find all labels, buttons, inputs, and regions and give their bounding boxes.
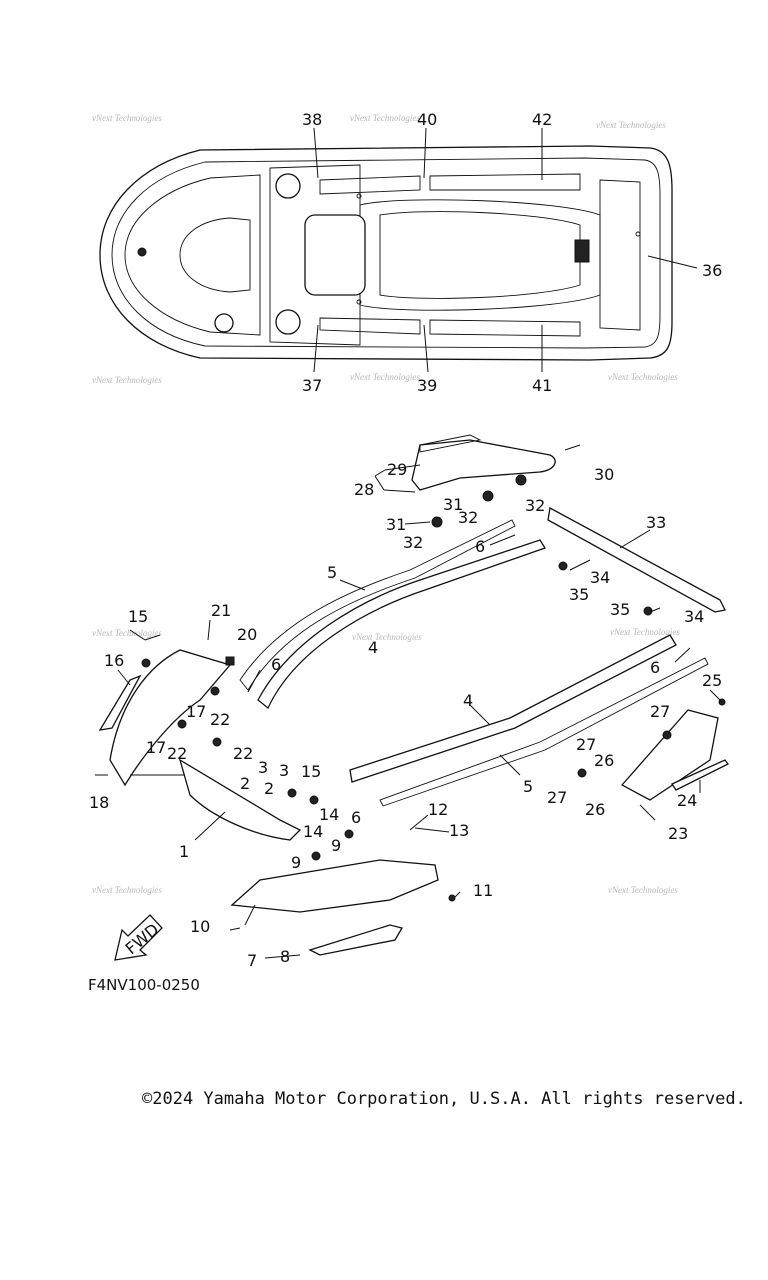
callout-2: 2: [240, 774, 250, 793]
callout-11: 11: [473, 881, 493, 900]
callout-13: 13: [449, 821, 469, 840]
callout-26: 26: [594, 751, 614, 770]
callout-33: 33: [646, 513, 666, 532]
watermark: vNext Technologies: [610, 627, 680, 637]
watermark: vNext Technologies: [92, 113, 162, 123]
callout-22: 22: [167, 744, 187, 763]
callout-32: 32: [525, 496, 545, 515]
callout-42: 42: [532, 110, 552, 129]
callout-16: 16: [104, 651, 124, 670]
callouts: 38 40 42 36 37 39 41 29 28 30 31 32 32 3…: [89, 110, 722, 970]
callout-23: 23: [668, 824, 688, 843]
callout-6: 6: [650, 658, 660, 677]
watermark: vNext Technologies: [92, 885, 162, 895]
callout-4: 4: [463, 691, 473, 710]
callout-31: 31: [443, 495, 463, 514]
callout-17: 17: [146, 738, 166, 757]
callout-34: 34: [590, 568, 610, 587]
callout-31: 31: [386, 515, 406, 534]
callout-27: 27: [547, 788, 567, 807]
callout-37: 37: [302, 376, 322, 395]
fwd-arrow: FWD: [114, 914, 163, 961]
callout-30: 30: [594, 465, 614, 484]
watermark: vNext Technologies: [352, 632, 422, 642]
callout-24: 24: [677, 791, 697, 810]
callout-22: 22: [210, 710, 230, 729]
callout-15: 15: [128, 607, 148, 626]
diagram-code: F4NV100-0250: [88, 976, 200, 994]
callout-21: 21: [211, 601, 231, 620]
parts-diagram: vNext Technologies vNext Technologies vN…: [89, 110, 729, 970]
callout-15: 15: [301, 762, 321, 781]
callout-12: 12: [428, 800, 448, 819]
callout-39: 39: [417, 376, 437, 395]
callout-14: 14: [303, 822, 323, 841]
callout-18: 18: [89, 793, 109, 812]
watermark: vNext Technologies: [350, 113, 420, 123]
callout-27: 27: [576, 735, 596, 754]
top-view-leaders: [313, 127, 698, 373]
callout-3: 3: [258, 758, 268, 777]
watermark: vNext Technologies: [92, 375, 162, 385]
callout-9: 9: [291, 853, 301, 872]
callout-3: 3: [279, 761, 289, 780]
watermark: vNext Technologies: [596, 120, 666, 130]
callout-10: 10: [190, 917, 210, 936]
callout-6: 6: [271, 655, 281, 674]
callout-35: 35: [610, 600, 630, 619]
watercraft-top-view: [99, 145, 673, 361]
watermark: vNext Technologies: [350, 372, 420, 382]
callout-5: 5: [523, 777, 533, 796]
callout-32: 32: [403, 533, 423, 552]
callout-40: 40: [417, 110, 437, 129]
watermark: vNext Technologies: [608, 372, 678, 382]
callout-22: 22: [233, 744, 253, 763]
watermark: vNext Technologies: [608, 885, 678, 895]
deck-parts: [98, 434, 729, 956]
callout-38: 38: [302, 110, 322, 129]
callout-14: 14: [319, 805, 339, 824]
copyright-notice: ©2024 Yamaha Motor Corporation, U.S.A. A…: [142, 1089, 746, 1109]
watermark: vNext Technologies: [92, 628, 162, 638]
callout-36: 36: [702, 261, 722, 280]
callout-25: 25: [702, 671, 722, 690]
callout-6: 6: [475, 537, 485, 556]
callout-28: 28: [354, 480, 374, 499]
callout-7: 7: [247, 951, 257, 970]
callout-1: 1: [179, 842, 189, 861]
callout-35: 35: [569, 585, 589, 604]
callout-29: 29: [387, 460, 407, 479]
callout-17: 17: [186, 702, 206, 721]
callout-32: 32: [458, 508, 478, 527]
callout-8: 8: [280, 947, 290, 966]
callout-4: 4: [368, 638, 378, 657]
callout-26: 26: [585, 800, 605, 819]
callout-27: 27: [650, 702, 670, 721]
callout-6: 6: [351, 808, 361, 827]
callout-5: 5: [327, 563, 337, 582]
callout-2: 2: [264, 779, 274, 798]
callout-9: 9: [331, 836, 341, 855]
callout-20: 20: [237, 625, 257, 644]
deck-leaders: [95, 444, 723, 959]
callout-34: 34: [684, 607, 704, 626]
callout-41: 41: [532, 376, 552, 395]
